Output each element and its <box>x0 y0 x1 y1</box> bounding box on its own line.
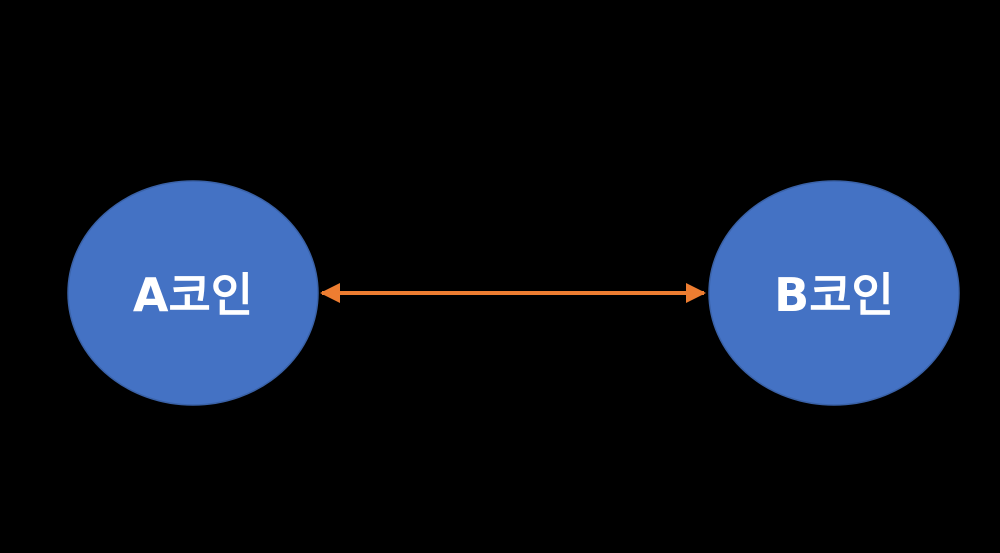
node-a-label: A코인 <box>133 268 253 322</box>
node-b-circle <box>708 180 960 406</box>
node-b-coin: B코인 <box>708 180 960 406</box>
node-b-label: B코인 <box>774 268 894 322</box>
node-a-coin: A코인 <box>67 180 319 406</box>
node-a-circle <box>67 180 319 406</box>
